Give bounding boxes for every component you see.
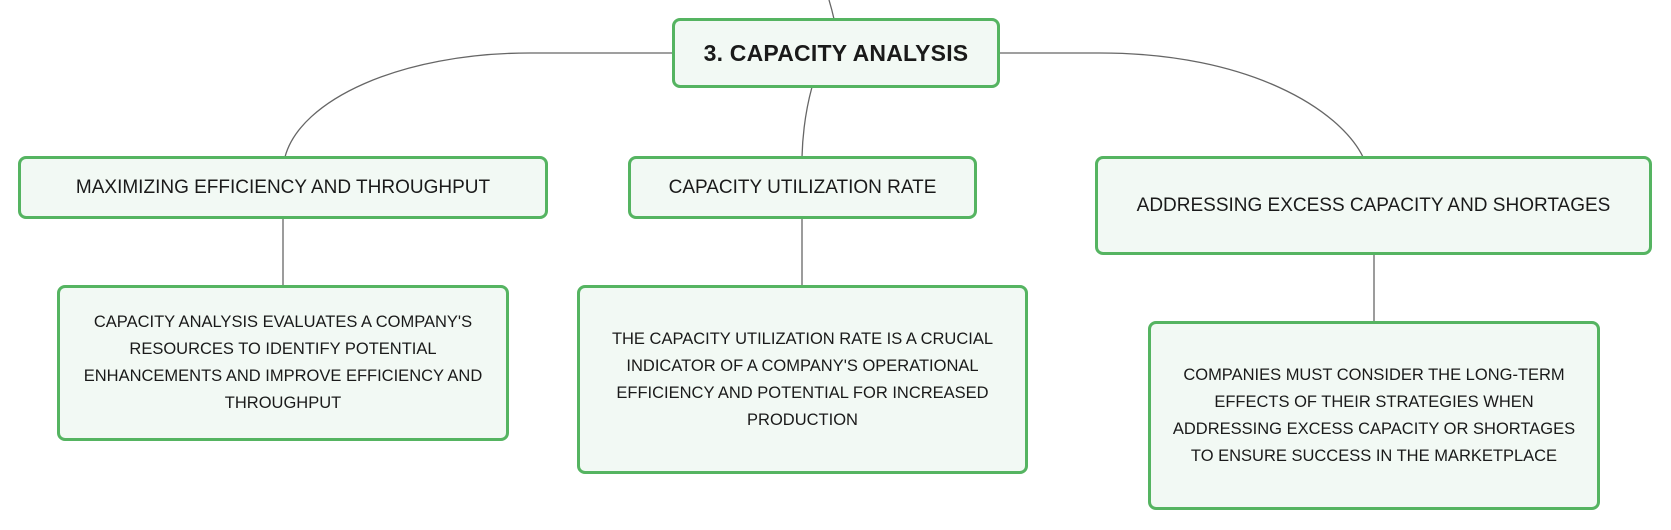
- topic-node-title: Addressing excess capacity and shortages: [1136, 194, 1611, 216]
- root-node[interactable]: 3. Capacity Analysis: [672, 18, 1000, 88]
- topic-node-title: Maximizing efficiency and throughput: [75, 176, 491, 198]
- detail-node-maximizing-efficiency[interactable]: Capacity analysis evaluates a company's …: [57, 285, 509, 441]
- connector-root-to-topic-1: [284, 52, 673, 158]
- detail-node-text: Capacity analysis evaluates a company's …: [83, 313, 483, 412]
- connector-root-to-topic-2: [801, 86, 813, 158]
- topic-node-title: Capacity utilization rate: [668, 176, 937, 198]
- topic-node-capacity-utilization[interactable]: Capacity utilization rate: [628, 156, 977, 219]
- topic-node-maximizing-efficiency[interactable]: Maximizing efficiency and throughput: [18, 156, 548, 219]
- detail-node-text: Companies must consider the long-term ef…: [1172, 365, 1576, 465]
- detail-node-excess-capacity[interactable]: Companies must consider the long-term ef…: [1148, 321, 1600, 510]
- root-node-title: 3. Capacity Analysis: [703, 39, 969, 66]
- connector-parent-to-root: [828, 0, 835, 20]
- topic-node-excess-capacity[interactable]: Addressing excess capacity and shortages: [1095, 156, 1652, 255]
- detail-node-text: The capacity utilization rate is a cruci…: [611, 329, 994, 429]
- connector-root-to-topic-3: [999, 52, 1364, 158]
- detail-node-capacity-utilization[interactable]: The capacity utilization rate is a cruci…: [577, 285, 1028, 474]
